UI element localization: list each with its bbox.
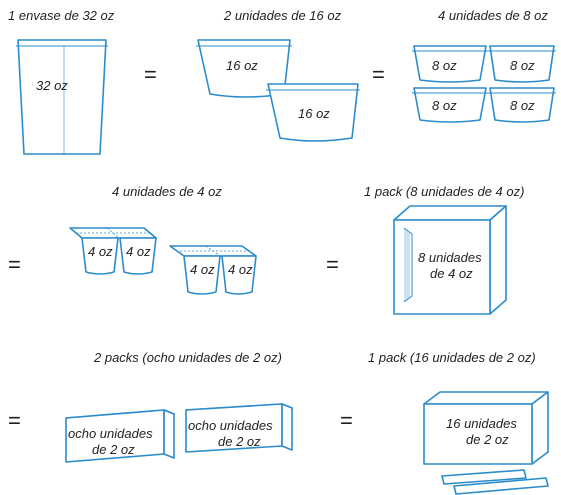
box-8x4oz-label-line1: 8 unidades bbox=[418, 250, 482, 265]
cup-8oz-top-left: 8 oz bbox=[412, 45, 488, 83]
cup-8oz-bottom-left: 8 oz bbox=[412, 87, 488, 123]
equals-sign-row1-a: = bbox=[144, 62, 157, 87]
caption-pack-16x2oz: 1 pack (16 unidades de 2 oz) bbox=[368, 350, 536, 365]
box-8x4oz-label-line2: de 4 oz bbox=[430, 266, 473, 281]
cup-8oz-label-2: 8 oz bbox=[510, 58, 535, 73]
tub-16oz-front: 16 oz bbox=[266, 83, 360, 142]
caption-pack-8x4oz: 1 pack (8 unidades de 4 oz) bbox=[364, 184, 524, 199]
caption-32oz-container: 1 envase de 32 oz bbox=[8, 8, 115, 23]
tub-32oz: 32 oz bbox=[16, 39, 108, 155]
tub-16oz-front-label: 16 oz bbox=[298, 106, 330, 121]
pack-2oz-right: ocho unidades de 2 oz bbox=[185, 403, 293, 453]
equals-sign-row2-b: = bbox=[326, 252, 339, 277]
equals-sign-row3-b: = bbox=[340, 408, 353, 433]
cup-8oz-bottom-right: 8 oz bbox=[488, 87, 556, 123]
box-16x2oz: 16 unidades de 2 oz bbox=[423, 391, 549, 465]
cup-group-4oz-left: 4 oz 4 oz bbox=[69, 227, 157, 275]
tub-16oz-back: 16 oz bbox=[196, 39, 292, 98]
equals-sign-row1-b: = bbox=[372, 62, 385, 87]
tub-32oz-label: 32 oz bbox=[36, 78, 68, 93]
box-16x2oz-label-line1: 16 unidades bbox=[446, 416, 517, 431]
pack-2oz-left-label-line2: de 2 oz bbox=[92, 442, 135, 457]
cup-4oz-label-3: 4 oz bbox=[190, 262, 215, 277]
caption-four-8oz: 4 unidades de 8 oz bbox=[438, 8, 548, 23]
caption-four-4oz: 4 unidades de 4 oz bbox=[112, 184, 222, 199]
pack-2oz-left-label-line1: ocho unidades bbox=[68, 426, 153, 441]
caption-two-16oz: 2 unidades de 16 oz bbox=[223, 8, 342, 23]
box-16x2oz-label-line2: de 2 oz bbox=[466, 432, 509, 447]
cup-4oz-label-4: 4 oz bbox=[228, 262, 253, 277]
pack-2oz-left: ocho unidades de 2 oz bbox=[65, 409, 175, 463]
pack-2oz-right-label-line1: ocho unidades bbox=[188, 418, 273, 433]
caption-two-packs-2oz: 2 packs (ocho unidades de 2 oz) bbox=[93, 350, 282, 365]
cup-8oz-label-3: 8 oz bbox=[432, 98, 457, 113]
equals-sign-row2-a: = bbox=[8, 252, 21, 277]
cup-group-4oz-right: 4 oz 4 oz bbox=[169, 245, 257, 295]
tub-16oz-back-label: 16 oz bbox=[226, 58, 258, 73]
box-8x4oz: 8 unidades de 4 oz bbox=[393, 205, 507, 315]
cup-4oz-label-1: 4 oz bbox=[88, 244, 113, 259]
cup-4oz-label-2: 4 oz bbox=[126, 244, 151, 259]
pack-2oz-right-label-line2: de 2 oz bbox=[218, 434, 261, 449]
cup-8oz-top-right: 8 oz bbox=[488, 45, 556, 83]
equals-sign-row3-a: = bbox=[8, 408, 21, 433]
loose-stick-packs bbox=[441, 469, 549, 495]
cup-8oz-label-4: 8 oz bbox=[510, 98, 535, 113]
cup-8oz-label-1: 8 oz bbox=[432, 58, 457, 73]
